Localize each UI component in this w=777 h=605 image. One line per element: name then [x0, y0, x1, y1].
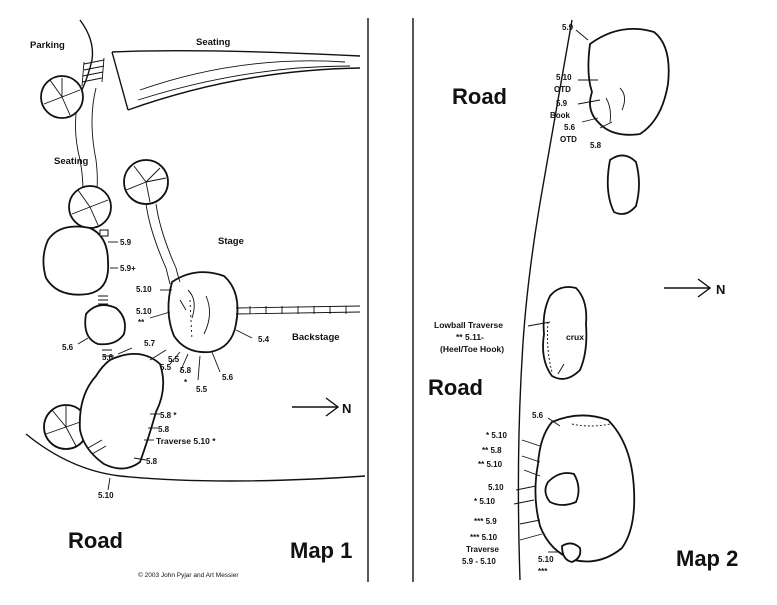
- map1: Parking Seating Seating Stage Backstage …: [25, 18, 414, 582]
- route-grade: 5.10: [98, 491, 114, 500]
- route-grade: 5.8 *: [160, 411, 177, 420]
- boulder-main: [78, 353, 165, 470]
- route-grade: * 5.10: [474, 497, 495, 506]
- route-grade: *** 5.9: [474, 517, 497, 526]
- tree-icon: [40, 75, 84, 119]
- parking-label: Parking: [30, 40, 65, 51]
- route-stars: **: [138, 318, 145, 327]
- route-grade: 5.10: [538, 555, 554, 564]
- parking-steps-icon: [81, 57, 105, 87]
- route-grade: 5.6: [564, 123, 576, 132]
- trail-stairs: [87, 203, 361, 455]
- boulder: [587, 27, 670, 136]
- north-arrow-icon: [664, 278, 712, 298]
- route-grade: 5.8: [146, 457, 158, 466]
- route-grade: 5.6: [532, 411, 544, 420]
- route-grade: * 5.10: [486, 431, 507, 440]
- route-grade: 5.9: [562, 23, 574, 32]
- route-grade: 5.8: [180, 366, 192, 375]
- route-grade: 5.9: [120, 238, 132, 247]
- seating-label: Seating: [196, 37, 231, 48]
- stage-label: Stage: [218, 236, 244, 247]
- route-grade: 5.7: [144, 339, 156, 348]
- lowball-boulder: [542, 286, 588, 380]
- road-label: Road: [68, 528, 123, 553]
- route-grade: OTD: [560, 135, 577, 144]
- route-leaders: [77, 241, 253, 491]
- boulder: [84, 304, 126, 346]
- lowball-traverse-name: Lowball Traverse: [434, 320, 503, 330]
- route-grade: 5.5: [196, 385, 208, 394]
- route-grade: 5.6: [62, 343, 74, 352]
- map-title: Map 2: [676, 546, 738, 571]
- route-grade: ** 5.8: [482, 446, 502, 455]
- route-grade: ** 5.10: [478, 460, 503, 469]
- route-grade: 5.9+: [120, 264, 136, 273]
- crux-label: crux: [566, 332, 584, 342]
- map2: Road Road 5.9 5.10 OTD 5.9 Book 5.6 OTD …: [428, 19, 738, 581]
- route-grade: 5.10: [136, 285, 152, 294]
- route-stars: ***: [538, 567, 548, 576]
- copyright-text: © 2003 John Pyjar and Art Messier: [138, 571, 239, 579]
- route-grade: OTD: [554, 85, 571, 94]
- boulder-stage: [167, 271, 239, 354]
- seating-label: Seating: [54, 156, 89, 167]
- traverse-grade: 5.9 - 5.10: [462, 557, 496, 566]
- traverse-label: Traverse 5.10 *: [156, 436, 216, 446]
- road-label: Road: [428, 375, 483, 400]
- lowball-traverse-grade: ** 5.11-: [456, 332, 484, 342]
- road-edge: [517, 19, 573, 581]
- route-grade: 5.10: [556, 73, 572, 82]
- route-grade: 5.9: [556, 99, 568, 108]
- map-title: Map 1: [290, 538, 352, 563]
- road-edge: [25, 433, 366, 482]
- tree-icon: [123, 159, 169, 205]
- route-grade: *** 5.10: [470, 533, 498, 542]
- route-grade: 5.10: [488, 483, 504, 492]
- tree-icon: [68, 185, 112, 229]
- lowball-traverse-note: (Heel/Toe Hook): [440, 344, 504, 354]
- route-leaders: [513, 29, 601, 553]
- route-grade: Book: [550, 111, 571, 120]
- road-label: Road: [452, 84, 507, 109]
- traverse-label: Traverse: [466, 545, 499, 554]
- boulder-main: [534, 414, 636, 563]
- boulder: [606, 154, 640, 215]
- north-arrow-icon: [292, 397, 340, 417]
- route-grade: 5.10: [136, 307, 152, 316]
- route-grade: 5.8: [158, 425, 170, 434]
- route-grade: 5.5: [168, 355, 180, 364]
- route-grade: 5.6: [102, 353, 114, 362]
- backstage-label: Backstage: [292, 332, 340, 343]
- route-grade: 5.6: [222, 373, 234, 382]
- route-grade: 5.8: [590, 141, 602, 150]
- boulder-inner: [544, 472, 580, 506]
- north-label: N: [716, 282, 725, 297]
- tree-icon: [43, 404, 89, 450]
- seating-arcs: [111, 49, 361, 111]
- route-stars: *: [184, 378, 188, 387]
- boulder: [42, 225, 110, 296]
- route-grade: 5.5: [160, 363, 172, 372]
- route-grade: 5.4: [258, 335, 270, 344]
- north-label: N: [342, 401, 351, 416]
- boulder-small: [561, 542, 582, 563]
